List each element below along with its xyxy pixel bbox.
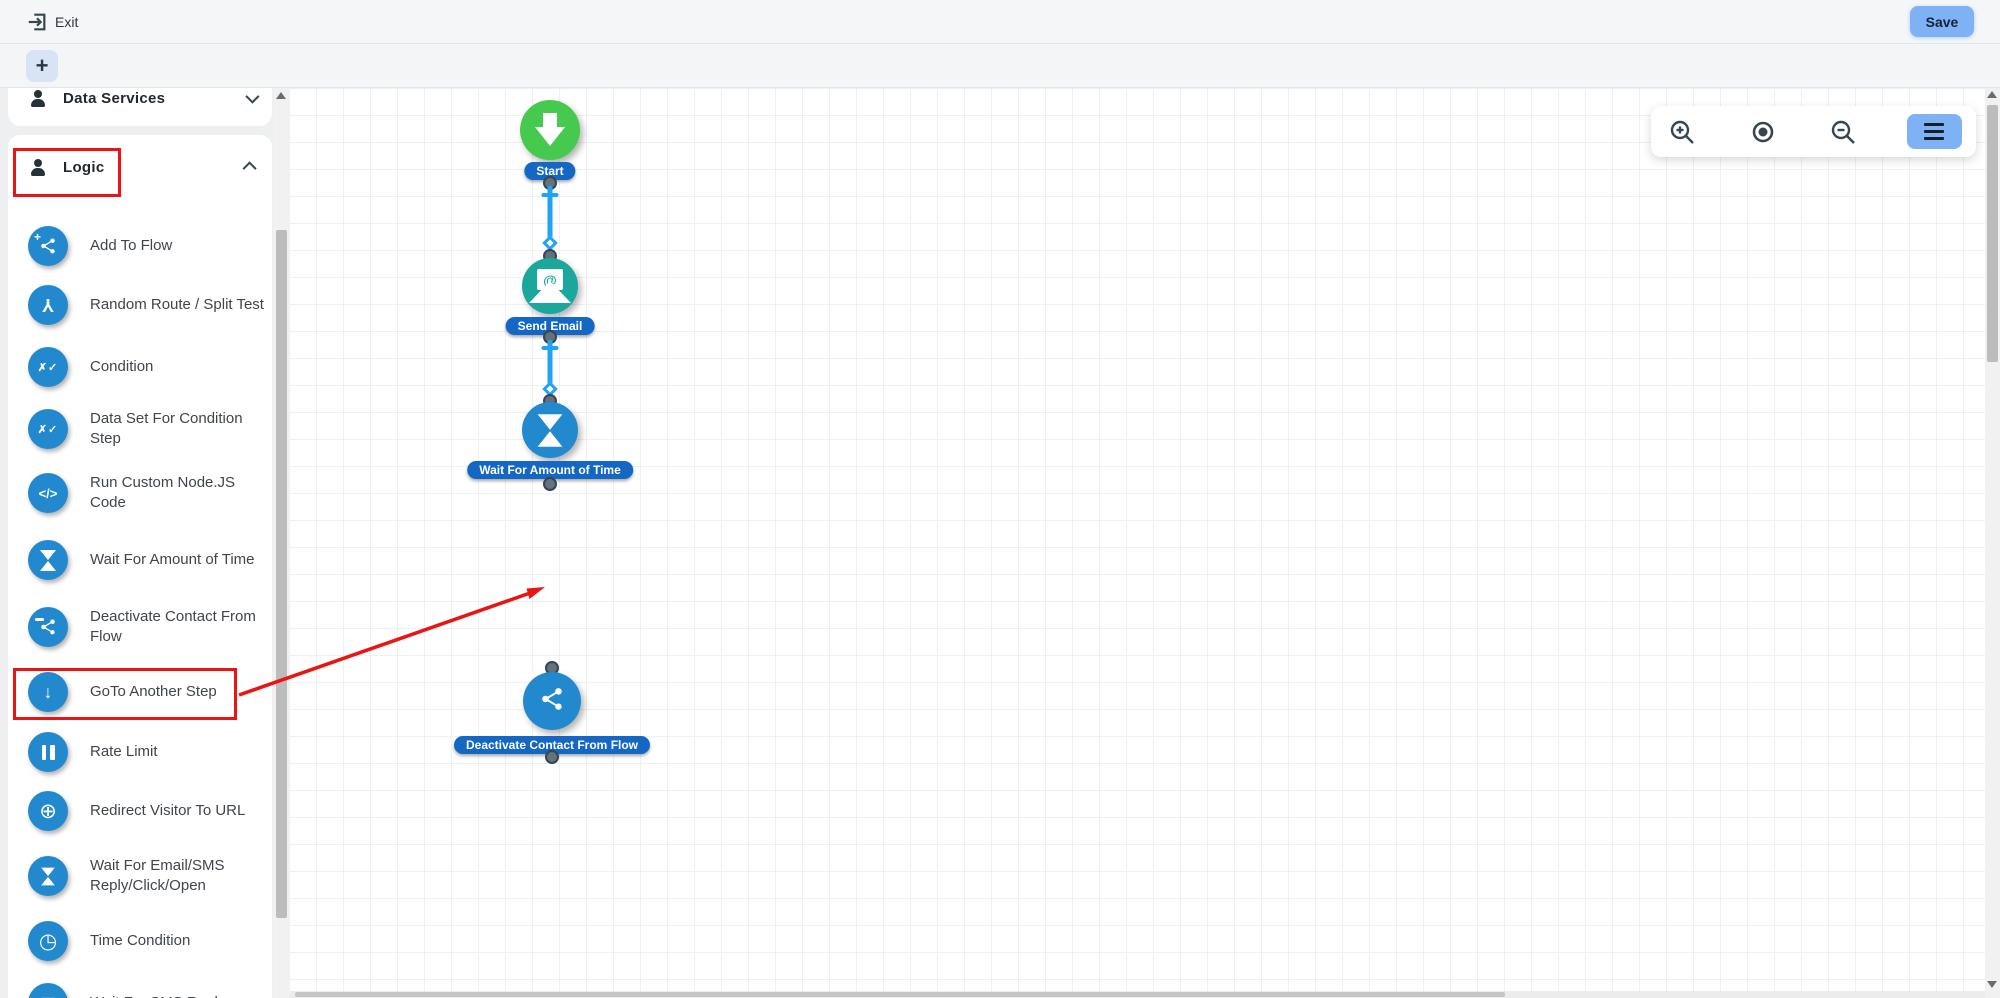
section-label: Logic (63, 158, 105, 176)
sidebar-item-run-custom-nodejs-code[interactable]: </> Run Custom Node.JS Code (8, 460, 272, 526)
sidebar-item-random-route-split-test[interactable]: Y Random Route / Split Test (8, 274, 272, 336)
node-deactivate-contact-from-flow[interactable] (523, 669, 581, 730)
sidebar-section-data-services: Data Services (8, 88, 272, 126)
sidebar-item-wait-for-email-sms-reply-click-open[interactable]: Wait For Email/SMS Reply/Click/Open (8, 842, 272, 910)
scroll-down-arrow-icon[interactable] (1987, 981, 1997, 988)
hourglass-icon (28, 540, 68, 580)
node-wait-for-amount-of-time[interactable] (522, 402, 578, 458)
connector-tick (541, 346, 559, 350)
sidebar-item-time-condition[interactable]: ◷ Time Condition (8, 910, 272, 972)
sidebar-item-rate-limit[interactable]: Rate Limit (8, 724, 272, 780)
sidebar-section-logic: Logic + Add To Flow Y (8, 135, 272, 998)
canvas-horizontal-scrollbar[interactable] (290, 991, 1985, 998)
chevron-down-icon (245, 89, 260, 104)
sms-icon: ✉ (28, 983, 68, 998)
hourglass-check-icon (28, 856, 68, 896)
split-route-icon: Y (28, 285, 68, 325)
sidebar-item-redirect-visitor-to-url[interactable]: ⊕ Redirect Visitor To URL (8, 780, 272, 842)
add-step-button[interactable]: + (26, 49, 58, 82)
section-header-data-services[interactable]: Data Services (8, 88, 272, 112)
share-minus-icon (526, 669, 565, 717)
node-send-email[interactable]: @ (522, 258, 578, 314)
section-header-logic[interactable]: Logic (8, 153, 272, 181)
save-button[interactable]: Save (1910, 6, 1974, 37)
flow-canvas[interactable]: Start @ Send Email Wait For Amount of (289, 88, 1985, 998)
canvas-scrollbar-thumb[interactable] (1987, 105, 1998, 362)
exit-button[interactable]: Exit (26, 11, 78, 33)
hourglass-icon (537, 413, 563, 447)
condition-icon: ✗✓ (28, 347, 68, 387)
connector-line (547, 186, 553, 250)
node-label-send-email[interactable]: Send Email (505, 317, 595, 335)
condition-icon: ✗✓ (28, 409, 68, 449)
sidebar-scrollbar[interactable] (273, 88, 289, 998)
node-label-deactivate-contact-from-flow[interactable]: Deactivate Contact From Flow (453, 736, 651, 754)
sidebar-item-wait-for-sms-reply[interactable]: ✉ Wait For SMS Reply (8, 972, 272, 998)
exit-label: Exit (55, 13, 79, 30)
goto-arrow-icon: ↓ (28, 672, 68, 712)
connector-port[interactable] (543, 477, 557, 491)
node-start[interactable] (520, 100, 580, 160)
scroll-up-arrow-icon[interactable] (276, 92, 286, 99)
sidebar-item-goto-another-step[interactable]: ↓ GoTo Another Step (8, 660, 272, 724)
sidebar-item-data-set-for-condition-step[interactable]: ✗✓ Data Set For Condition Step (8, 398, 272, 460)
connector-tick (541, 193, 559, 197)
canvas-control-panel (1651, 106, 1976, 157)
connector-line (547, 340, 553, 396)
node-label-start[interactable]: Start (524, 162, 576, 180)
center-view-icon[interactable] (1746, 115, 1780, 149)
sidebar-item-deactivate-contact-from-flow[interactable]: Deactivate Contact From Flow (8, 594, 272, 660)
globe-icon: ⊕ (28, 791, 68, 831)
person-icon (30, 159, 46, 176)
toolbar: + (0, 44, 2000, 88)
section-label: Data Services (63, 89, 166, 107)
main-area: Data Services Logic + (0, 88, 2000, 998)
sidebar: Data Services Logic + (0, 88, 273, 998)
sidebar-item-wait-for-amount-of-time[interactable]: Wait For Amount of Time (8, 526, 272, 594)
clock-icon: ◷ (28, 921, 68, 961)
person-icon (30, 90, 46, 107)
horizontal-scrollbar-thumb[interactable] (295, 992, 1505, 997)
hamburger-icon (1924, 123, 1945, 126)
share-minus-icon (28, 607, 68, 647)
canvas-vertical-scrollbar[interactable] (1985, 88, 2000, 998)
sidebar-scrollbar-thumb[interactable] (275, 230, 287, 918)
down-arrow-icon (535, 113, 565, 147)
exit-icon (26, 11, 48, 33)
email-envelope-icon: @ (529, 269, 571, 303)
top-bar: Exit Save (0, 0, 2000, 44)
connector-port[interactable] (545, 750, 559, 764)
menu-button[interactable] (1906, 114, 1962, 149)
pause-icon (28, 732, 68, 772)
sidebar-item-condition[interactable]: ✗✓ Condition (8, 336, 272, 398)
scroll-up-arrow-icon[interactable] (1987, 91, 1997, 98)
share-plus-icon: + (28, 226, 68, 266)
code-icon: </> (28, 473, 68, 513)
chevron-up-icon (242, 161, 257, 176)
sidebar-item-add-to-flow[interactable]: + Add To Flow (8, 218, 272, 274)
node-label-wait-for-amount-of-time[interactable]: Wait For Amount of Time (467, 461, 633, 479)
zoom-in-icon[interactable] (1665, 115, 1699, 149)
zoom-out-icon[interactable] (1826, 115, 1860, 149)
logic-item-list: + Add To Flow Y Random Route / Split Tes… (8, 218, 272, 998)
